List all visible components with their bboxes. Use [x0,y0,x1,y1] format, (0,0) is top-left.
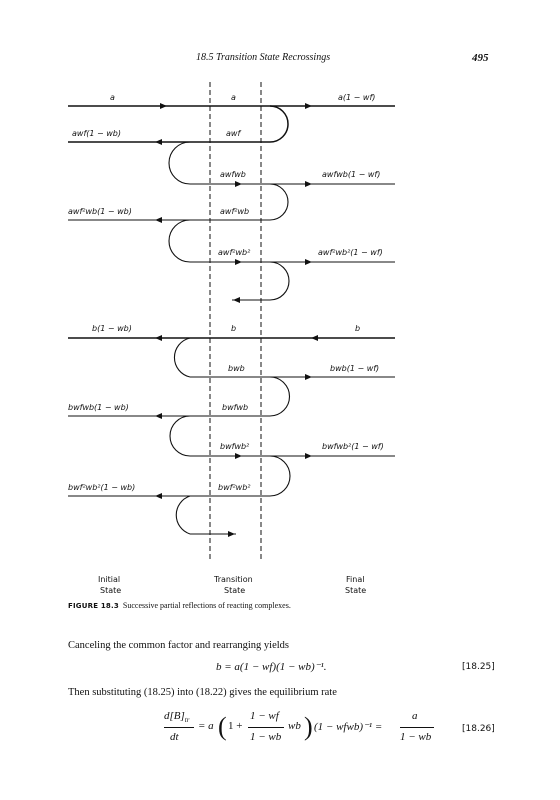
label-r8-right: bwb(1 − wf) [330,364,379,373]
eq2-second-factor: (1 − wfwb)⁻¹ = [314,721,383,733]
eq2-rhs-numerator: a [412,710,418,722]
label-r1-mid: a [231,93,236,102]
eq2-fraction-numerator: 1 − wf [250,710,279,722]
label-r7-right: b [355,324,360,333]
paragraph-1: Canceling the common factor and rearrang… [68,640,290,651]
label-r5-right: awf²wb²(1 − wf) [318,248,383,257]
axis-final-line2: State [345,586,366,595]
page-number: 495 [472,52,489,64]
axis-final-line1: Final [346,575,364,584]
label-r4-mid: awf²wb [220,207,249,216]
eq2-rhs-denominator: 1 − wb [400,731,432,743]
eq2-lhs-denominator: dt [170,731,179,743]
label-r1-right: a(1 − wf) [338,93,375,102]
eq2-lhs-numerator: d[B]tr [164,710,190,725]
eq2-fraction-denominator: 1 − wb [250,731,282,743]
eq2-wb: wb [288,720,301,732]
label-r7-mid: b [231,324,236,333]
label-r9-left: bwfwb(1 − wb) [68,403,129,412]
equation-18-26: d[B]tr dt = a ( 1 + 1 − wf 1 − wb wb ) (… [164,708,464,758]
label-r9-mid: bwfwb [222,403,248,412]
label-r11-left: bwf²wb²(1 − wb) [68,483,135,492]
label-r1-left: a [110,93,115,102]
running-header-title: 18.5 Transition State Recrossings [196,52,331,63]
label-r8-mid: bwb [228,364,245,373]
equation-18-25: b = a(1 − wf)(1 − wb)⁻¹. [216,661,327,673]
paragraph-2: Then substituting (18.25) into (18.22) g… [68,687,337,698]
equation-number-18-26: [18.26] [462,724,495,734]
axis-transition-line2: State [224,586,245,595]
equation-number-18-25: [18.25] [462,662,495,672]
label-r10-mid: bwfwb² [220,442,250,451]
axis-transition-line1: Transition [213,575,253,584]
label-r10-right: bwfwb²(1 − wf) [322,442,384,451]
label-r2-mid: awf [226,129,241,138]
reflection-diagram: a a a(1 − wf) awf(1 − wb) awf awfwb awfw… [68,82,395,595]
axis-initial-line2: State [100,586,121,595]
label-r4-left: awf²wb(1 − wb) [68,207,132,216]
eq2-factor-a: = a [198,720,214,732]
axis-initial-line1: Initial [98,575,120,584]
label-r7-left: b(1 − wb) [92,324,132,333]
figure-caption-text: Successive partial reflections of reacti… [122,601,291,610]
label-r5-mid: awf²wb² [218,248,251,257]
figure-caption: FIGURE 18.3 Successive partial reflectio… [68,601,291,610]
label-r3-right: awfwb(1 − wf) [322,170,380,179]
label-r3-mid: awfwb [220,170,246,179]
figure-label: FIGURE 18.3 [68,602,119,610]
label-r11-mid: bwf²wb² [218,483,251,492]
label-r2-left: awf(1 − wb) [72,129,121,138]
